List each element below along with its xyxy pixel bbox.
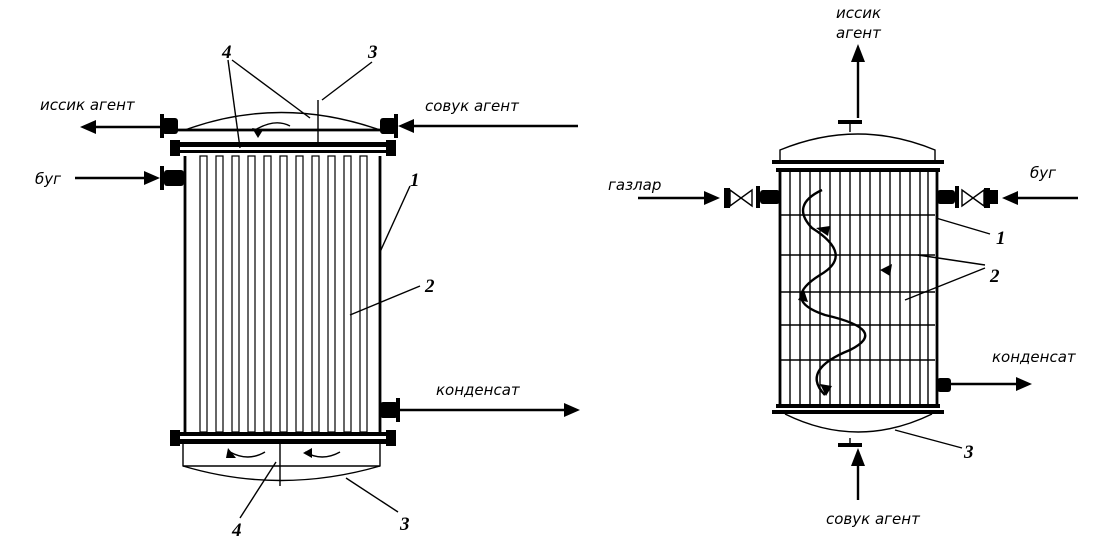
left-bottom-cover <box>182 444 381 482</box>
right-steam-label: буг <box>1030 164 1056 182</box>
right-steam-arrow <box>1002 191 1018 205</box>
right-steam-valve <box>961 188 985 208</box>
left-part-number-bottom-cover: 3 <box>399 514 410 535</box>
left-part-number-bottom-partition: 4 <box>231 520 242 539</box>
left-steam-arrow <box>144 171 160 185</box>
left-part-number-top-cover: 3 <box>367 42 378 63</box>
right-bottom-cover <box>784 413 933 433</box>
right-top-cover <box>779 133 936 163</box>
left-cold-agent-label: совук агент <box>425 97 520 115</box>
right-gases-arrow <box>704 191 720 205</box>
left-heat-exchanger: иссик агент совук агент буг конденсат 4 … <box>35 42 580 539</box>
right-condensate-nozzle <box>937 378 951 392</box>
right-part-number-shell: 1 <box>996 228 1006 249</box>
right-baffles <box>780 214 935 361</box>
left-part-number-shell: 1 <box>410 170 420 191</box>
right-cold-agent-arrow <box>851 448 865 466</box>
right-condensate-label: конденсат <box>992 348 1077 366</box>
left-part-number-tubes: 2 <box>424 276 435 297</box>
right-cold-agent-label: совук агент <box>826 510 921 528</box>
left-cold-agent-nozzle <box>380 118 396 134</box>
right-gases-nozzle <box>760 190 780 204</box>
left-tube-bundle <box>199 155 368 433</box>
right-steam-nozzle <box>937 190 955 204</box>
left-steam-label: буг <box>35 170 61 188</box>
right-part-number-baffles: 2 <box>989 266 1000 287</box>
left-part-number-top-partition: 4 <box>221 42 232 63</box>
left-condensate-label: конденсат <box>436 381 521 399</box>
right-heat-exchanger: иссик агент газлар буг конденсат совук а… <box>608 4 1078 528</box>
right-part-number-bottom-cover: 3 <box>963 442 974 463</box>
right-hot-agent-label-line1: иссик <box>836 4 881 22</box>
left-top-cover <box>184 111 381 131</box>
left-cold-agent-arrow <box>398 119 414 133</box>
right-hot-agent-label-line2: агент <box>836 24 882 42</box>
right-tube-bundle <box>789 172 929 404</box>
left-steam-nozzle <box>164 170 184 186</box>
right-hot-agent-arrow <box>851 44 865 62</box>
right-gases-valve <box>729 188 753 208</box>
right-serpentine-flow <box>800 188 867 396</box>
left-hot-agent-nozzle <box>162 118 178 134</box>
right-condensate-arrow <box>1016 377 1032 391</box>
left-hot-agent-arrow <box>80 120 96 134</box>
left-condensate-nozzle <box>380 402 398 418</box>
right-gases-label: газлар <box>608 176 661 194</box>
left-hot-agent-label: иссик агент <box>40 96 136 114</box>
left-condensate-arrow <box>564 403 580 417</box>
